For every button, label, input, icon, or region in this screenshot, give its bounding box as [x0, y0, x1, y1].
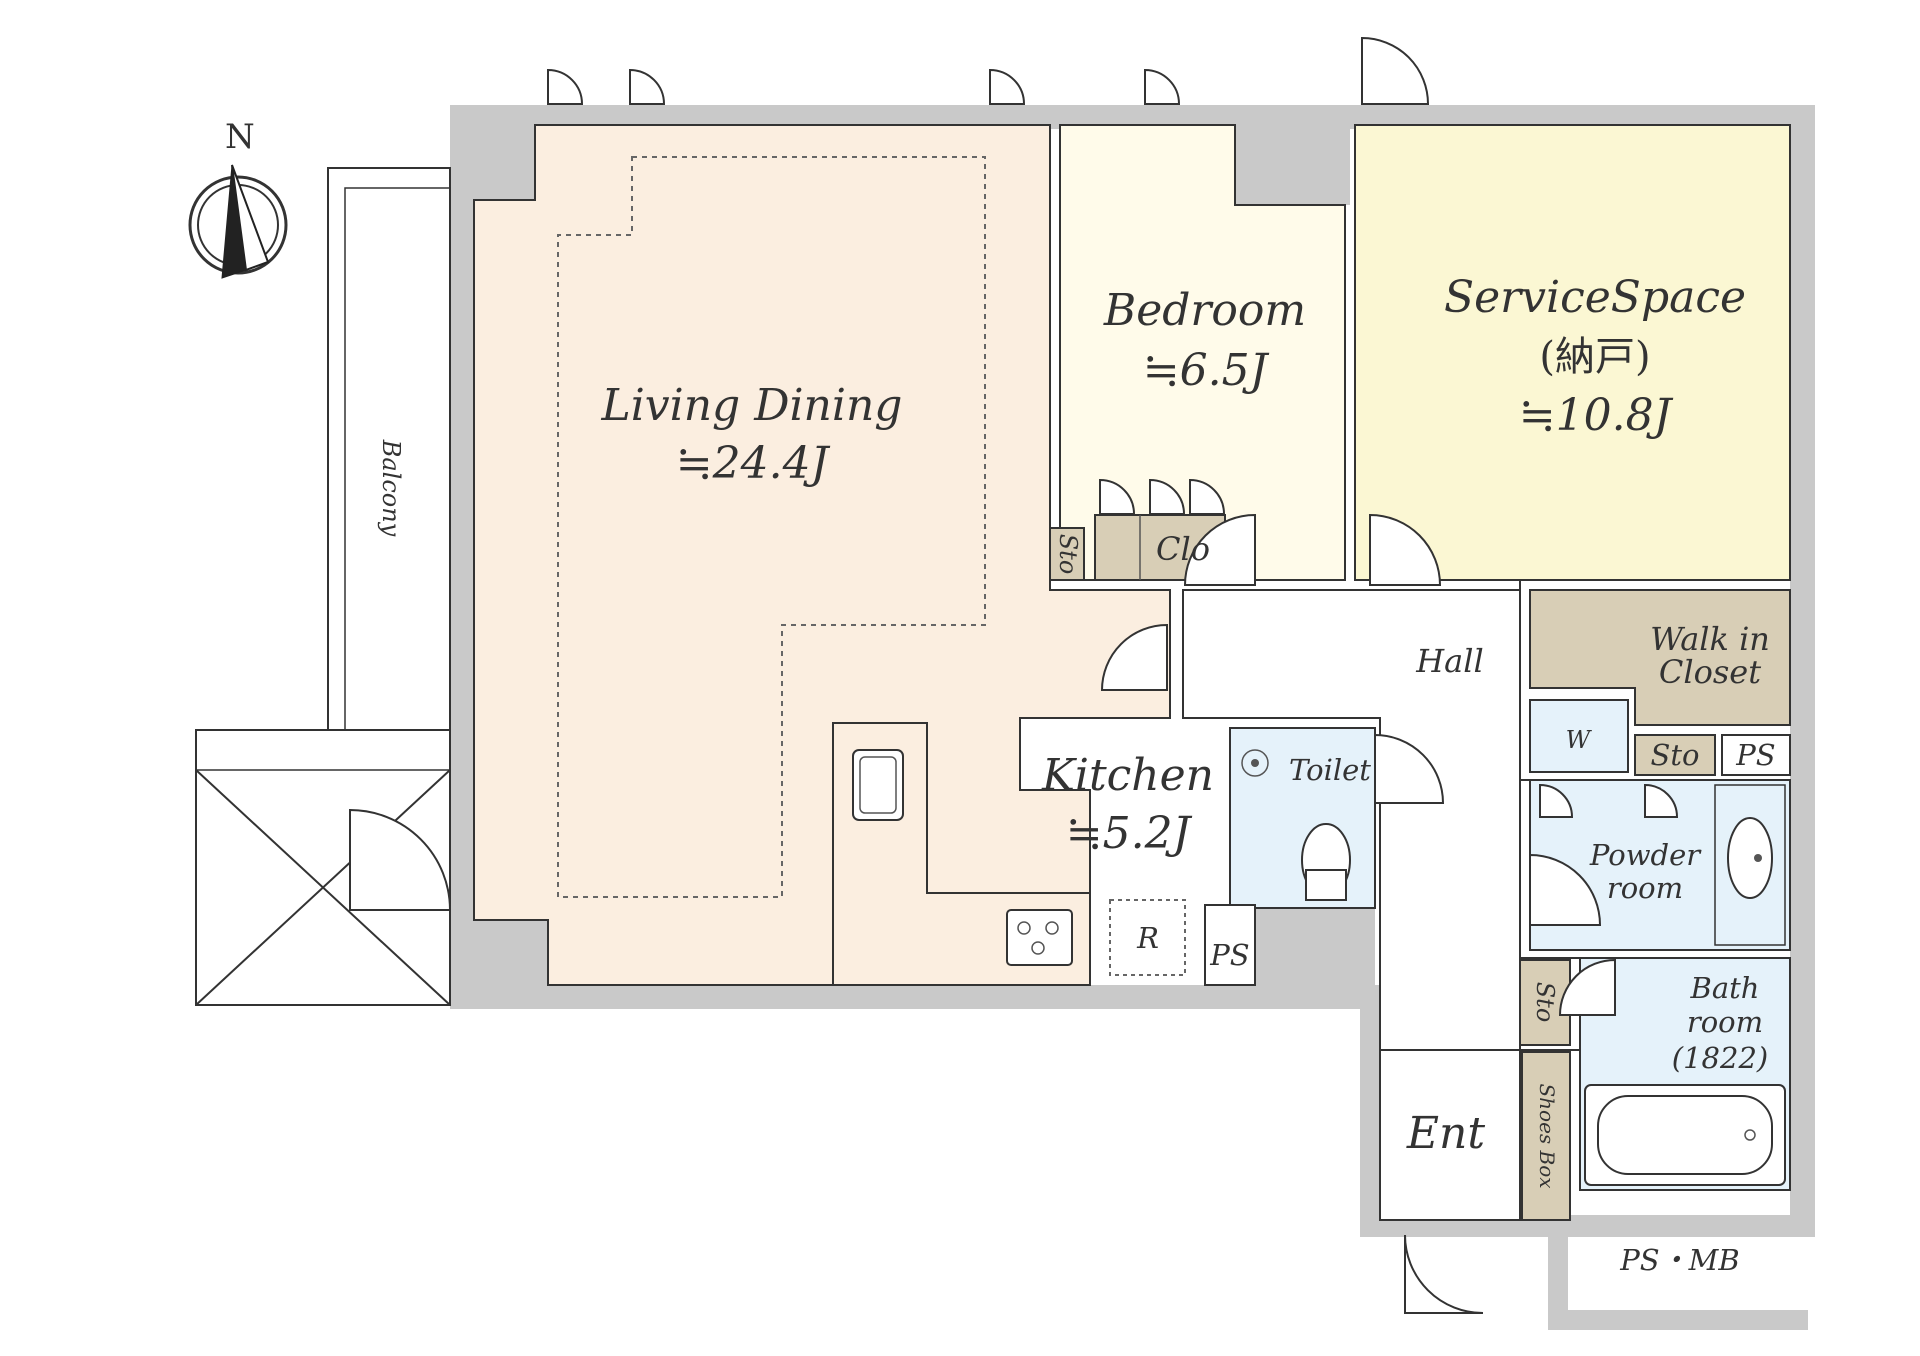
powder-sink [1714, 784, 1786, 946]
service-space-label: ServiceSpace [1444, 272, 1746, 323]
refrigerator-label: R [1136, 921, 1159, 955]
compass-north-label: N [225, 117, 255, 157]
toilet-label: Toilet [1289, 753, 1371, 787]
bath-room-label-3: (1822) [1672, 1041, 1768, 1075]
entrance-label: Ent [1406, 1108, 1485, 1159]
ps-powder-block [1721, 734, 1791, 776]
bath-room-label-2: room [1687, 1005, 1763, 1039]
walk-in-closet-label-2: Closet [1659, 653, 1761, 691]
doors [349, 36, 1679, 1314]
bath-room-label-1: Bath [1690, 971, 1760, 1005]
sto-hall-label: Sto [1531, 982, 1559, 1023]
ps-powder-label: PS [1735, 738, 1775, 772]
ps-kitchen-block [1204, 904, 1256, 986]
bedroom-label: Bedroom [1103, 285, 1306, 336]
shoes-box-label: Shoes Box [1535, 1083, 1559, 1188]
kitchen-counter [832, 722, 1186, 985]
living-dining-area: ≒24.4J [676, 438, 831, 489]
toilet-fixture [1241, 749, 1351, 901]
powder-room-label-2: room [1607, 871, 1683, 905]
walk-in-closet-floor [1529, 589, 1791, 726]
ps-mb-block [1568, 1237, 1790, 1310]
washer-space [1529, 699, 1629, 773]
rug-outline [557, 156, 986, 898]
balcony-label: Balcony [377, 439, 405, 537]
sto-powder-label: Sto [1651, 738, 1700, 772]
exterior-walls [450, 105, 1815, 1330]
toilet-floor [1229, 727, 1376, 909]
entrance-floor [1379, 1049, 1521, 1221]
walk-in-closet-label-1: Walk in [1650, 620, 1770, 658]
compass: N [188, 117, 288, 279]
hall-label: Hall [1415, 642, 1483, 680]
sto-bedroom-label: Sto [1054, 534, 1082, 575]
sto-powder-block [1634, 734, 1716, 776]
washer-label: W [1566, 726, 1593, 754]
living-dining-label: Living Dining [601, 380, 903, 431]
shoes-box-block [1521, 1051, 1571, 1221]
bedroom-area: ≒6.5J [1143, 345, 1270, 396]
clo-label: Clo [1156, 530, 1210, 568]
service-space-floor [1354, 124, 1791, 581]
ps-kitchen-label: PS [1209, 938, 1249, 972]
bathtub [1584, 1084, 1786, 1186]
service-space-area: ≒10.8J [1519, 390, 1674, 441]
ps-mb-label: PS・MB [1619, 1243, 1739, 1277]
service-space-subname: (納戸) [1539, 334, 1650, 380]
powder-room-label-1: Powder [1589, 838, 1702, 872]
kitchen-area: ≒5.2J [1066, 808, 1193, 859]
kitchen-label: Kitchen [1041, 750, 1214, 801]
living-dining-floor [473, 124, 1171, 986]
interior-walls [1049, 125, 1790, 1220]
